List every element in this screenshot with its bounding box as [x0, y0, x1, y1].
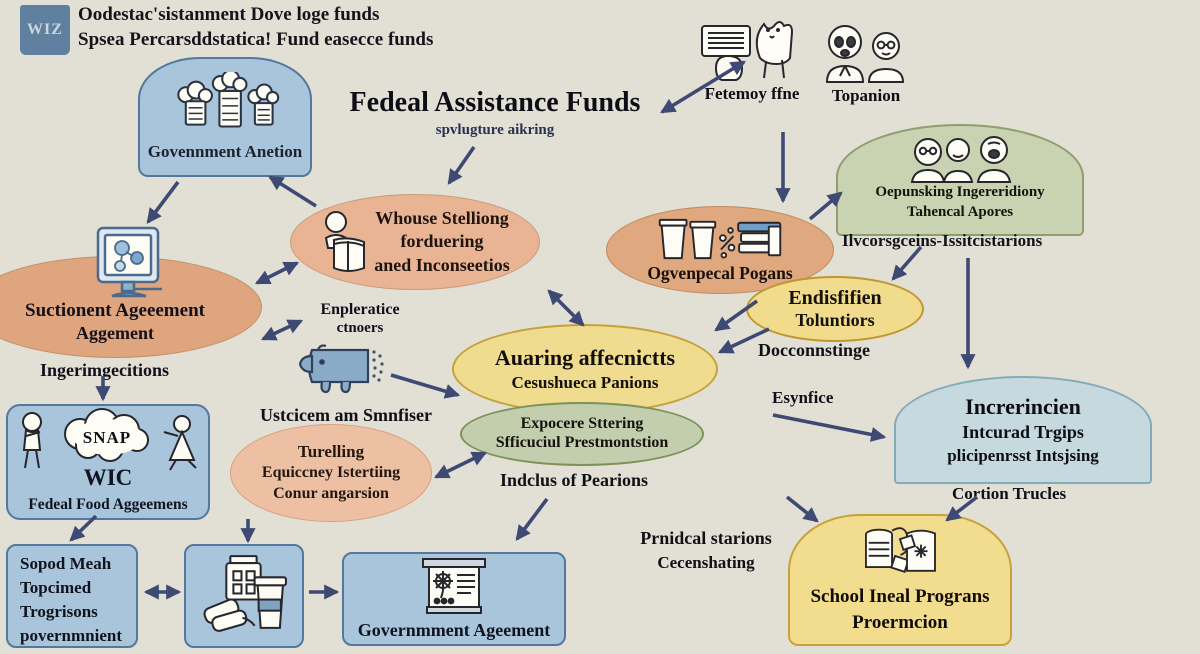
node-label: Topcimed — [20, 578, 92, 597]
node-sopod: Sopod Meah Topcimed Trogrisons povernmni… — [6, 544, 138, 648]
food-cans-icon — [865, 527, 936, 574]
poster-document-icon — [422, 557, 486, 614]
header-line-2: Spsea Percarsddstatica! Fund easecce fun… — [78, 29, 434, 51]
arrow — [447, 145, 476, 185]
pig-icon — [298, 344, 384, 394]
label-ingerimgecitions: Ingerimgecitions — [40, 360, 169, 380]
fedeal-food-text: Fedeal Food Aggeemens — [28, 495, 188, 513]
node-center-green: Expocere Sttering Sfficuciul Prestmontst… — [460, 402, 704, 466]
node-label: Ogvenpecal Pogans — [647, 262, 793, 283]
node-label: Increrincien — [965, 393, 1081, 419]
node-fetemoy: Fetemoy ffne — [696, 16, 808, 104]
node-government-anetion: Govennment Anetion — [138, 57, 312, 177]
node-label: Intcurad Trgips — [962, 421, 1084, 442]
groceries-icon — [203, 555, 287, 632]
node-label: Turelling — [297, 442, 365, 462]
label-esynfice: Esynfice — [772, 388, 834, 407]
potted-plants-icon — [177, 71, 280, 128]
node-label: Whouse Stelliong — [375, 208, 509, 229]
node-label: Suctionent Ageeement — [25, 300, 205, 322]
label-enpleratice: Enpleratice — [320, 301, 400, 318]
node-label: Tahencal Apores — [906, 204, 1014, 220]
arrow — [390, 373, 461, 399]
node-label: Topanion — [831, 86, 901, 105]
label-ilvcorsgceins: Ilvcorsgceins-Issitcistarions — [842, 231, 1043, 250]
node-increrincien: Increrincien Intcurad Trgips plicipenrss… — [894, 376, 1152, 484]
arrow — [891, 245, 923, 281]
arrow — [772, 413, 887, 442]
node-label: forduering — [400, 231, 484, 252]
node-label: Cesushueca Panions — [511, 372, 659, 392]
document-and-creature-icon — [701, 21, 794, 81]
node-label: Sfficuciul Prestmontstion — [495, 434, 669, 451]
label-ustcicem: Ustcicem am Smnfiser — [260, 405, 432, 425]
arrow — [254, 261, 300, 285]
node-endisfifien: Endisfifien Toluntiors — [746, 276, 924, 342]
person-with-box-icon — [325, 211, 366, 272]
snap-cloud-people-icon — [22, 408, 197, 471]
arrow — [433, 451, 488, 479]
node-turelling: Turelling Equiccney Istertiing Conur ang… — [230, 424, 432, 522]
label-cortion: Cortion Trucles — [952, 484, 1067, 503]
label-docconnstinge: Docconnstinge — [758, 340, 870, 360]
monitor-molecule-icon — [96, 226, 162, 298]
arrow — [268, 175, 317, 208]
node-label: Trogrisons — [20, 602, 98, 621]
wic-text: WIC — [83, 465, 133, 490]
cups-and-books-icon — [658, 218, 782, 259]
arrow — [547, 289, 585, 327]
node-topanion: Topanion — [816, 22, 916, 106]
node-label: Sopod Meah — [20, 554, 112, 573]
node-government-ageement: Governmment Ageement — [342, 552, 566, 646]
node-label: povernmnient — [20, 626, 122, 645]
label-prnidcal: Prnidcal starions — [640, 528, 772, 548]
three-people-icon — [910, 136, 1012, 184]
snap-text: SNAP — [82, 428, 132, 447]
node-label: Conur angarsion — [273, 485, 389, 503]
arrow — [785, 495, 819, 523]
node-whouse: Whouse Stelliong forduering aned Inconse… — [290, 194, 540, 290]
node-label: Auaring affecnictts — [494, 345, 676, 370]
node-green-top: Oepunsking Ingereridiony Tahencal Apores — [836, 124, 1084, 236]
node-label: aned Inconseetios — [374, 254, 510, 275]
two-people-icon — [825, 25, 905, 83]
diagram-subtitle: spvlugture aikring — [435, 122, 555, 139]
node-food-box — [184, 544, 304, 648]
node-label: Governmment Ageement — [357, 619, 551, 640]
arrow — [515, 497, 549, 541]
node-label: Govennment Anetion — [147, 141, 303, 161]
node-label: School Ineal Prograns — [810, 586, 990, 608]
node-label: Oepunsking Ingereridiony — [875, 184, 1045, 201]
header-line-1: Oodestac'sistanment Dove loge funds — [78, 4, 380, 25]
node-label: Aggement — [76, 322, 154, 343]
label-cecenshating: Cecenshating — [657, 553, 755, 573]
arrow — [146, 180, 180, 224]
logo-badge: WIZ — [20, 5, 70, 55]
label-indclus: Indclus of Pearions — [500, 470, 649, 490]
node-label: Endisfifien — [788, 286, 882, 309]
node-ogvenpecal: Ogvenpecal Pogans — [606, 206, 834, 294]
node-label: plicipenrsst Intsjsing — [947, 446, 1099, 466]
node-label: Equiccney Istertiing — [261, 464, 401, 482]
node-label: Expocere Sttering — [520, 415, 644, 433]
diagram-title: Fedeal Assistance Funds — [349, 87, 641, 118]
node-snap-wic: SNAP WIC Fedeal Food Aggeemens — [6, 404, 210, 520]
label-ctnoers: ctnoers — [336, 319, 384, 336]
node-label: Toluntiors — [795, 310, 875, 331]
node-center-yellow: Auaring affecnictts Cesushueca Panions — [452, 324, 718, 414]
node-label: Fetemoy ffne — [704, 84, 800, 103]
node-school: School Ineal Prograns Proermcion — [788, 514, 1012, 646]
node-label: Proermcion — [852, 611, 948, 633]
logo-text: WIZ — [27, 21, 63, 38]
